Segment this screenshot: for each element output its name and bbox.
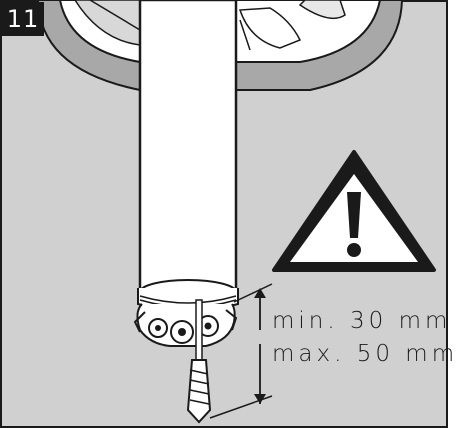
cartridge-head	[133, 303, 238, 347]
warning-triangle-icon	[272, 150, 436, 272]
min-depth-label: min. 30 mm	[272, 308, 452, 334]
screw-bit	[186, 299, 212, 424]
support-tube	[137, 0, 239, 312]
step-number-badge: 11	[2, 2, 44, 36]
dimension-guides	[209, 283, 273, 419]
installation-illustration	[0, 0, 448, 428]
max-depth-label: max. 50 mm	[272, 341, 458, 367]
